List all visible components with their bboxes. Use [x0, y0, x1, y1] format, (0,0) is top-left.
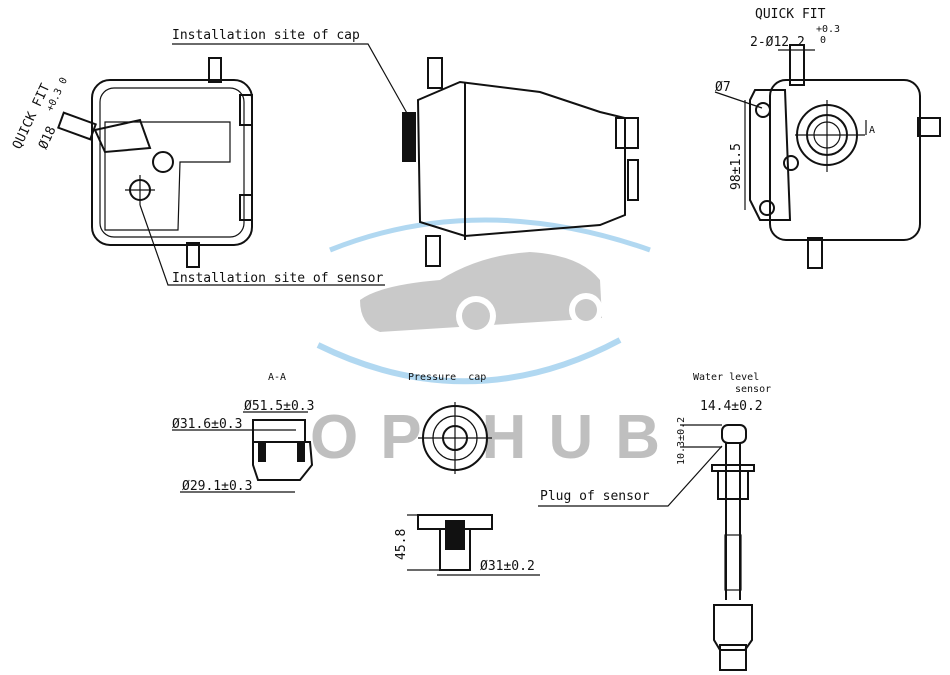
- quick-fit-right-label: QUICK FIT: [755, 7, 826, 22]
- plug-of-sensor-label: Plug of sensor: [540, 489, 650, 504]
- cap-diameter-dimension: Ø31±0.2: [480, 559, 535, 574]
- sensor-width-dimension: 14.4±0.2: [700, 399, 763, 414]
- tank-front-view: [57, 57, 385, 286]
- cap-site-label: Installation site of cap: [172, 28, 360, 43]
- water-level-label-line1: Water level: [693, 372, 759, 383]
- inner-diameter: Ø31.6±0.3: [172, 417, 242, 432]
- water-level-label-line2: sensor: [735, 384, 771, 395]
- quick-fit-right-dimension: 2-Ø12.2: [750, 35, 805, 50]
- watermark-logo: OP HUB: [310, 217, 682, 472]
- sensor-site-label: Installation site of sensor: [172, 271, 383, 286]
- water-level-sensor-drawing: [538, 424, 755, 671]
- section-title: A-A: [268, 372, 286, 383]
- tank-side-view: [172, 43, 639, 267]
- sensor-height-dimension: 10.3±0.2: [676, 417, 687, 465]
- section-marker: A: [869, 125, 875, 136]
- hole-dimension: Ø7: [715, 80, 731, 95]
- section-a-a: [172, 411, 314, 493]
- bottom-diameter: Ø29.1±0.3: [182, 479, 252, 494]
- quick-fit-left-dimension: Ø18: [36, 124, 60, 152]
- cap-height-dimension: 45.8: [394, 529, 409, 560]
- quick-fit-right-tol-upper: +0.3: [816, 24, 840, 35]
- outer-diameter: Ø51.5±0.3: [244, 399, 314, 414]
- tank-top-view: [714, 44, 941, 269]
- height-dimension: 98±1.5: [729, 143, 744, 190]
- pressure-cap-title: Pressure cap: [408, 372, 486, 383]
- pressure-cap-drawing: [407, 402, 540, 576]
- watermark-text: OP HUB: [310, 403, 682, 472]
- quick-fit-right-tol-lower: 0: [820, 35, 826, 46]
